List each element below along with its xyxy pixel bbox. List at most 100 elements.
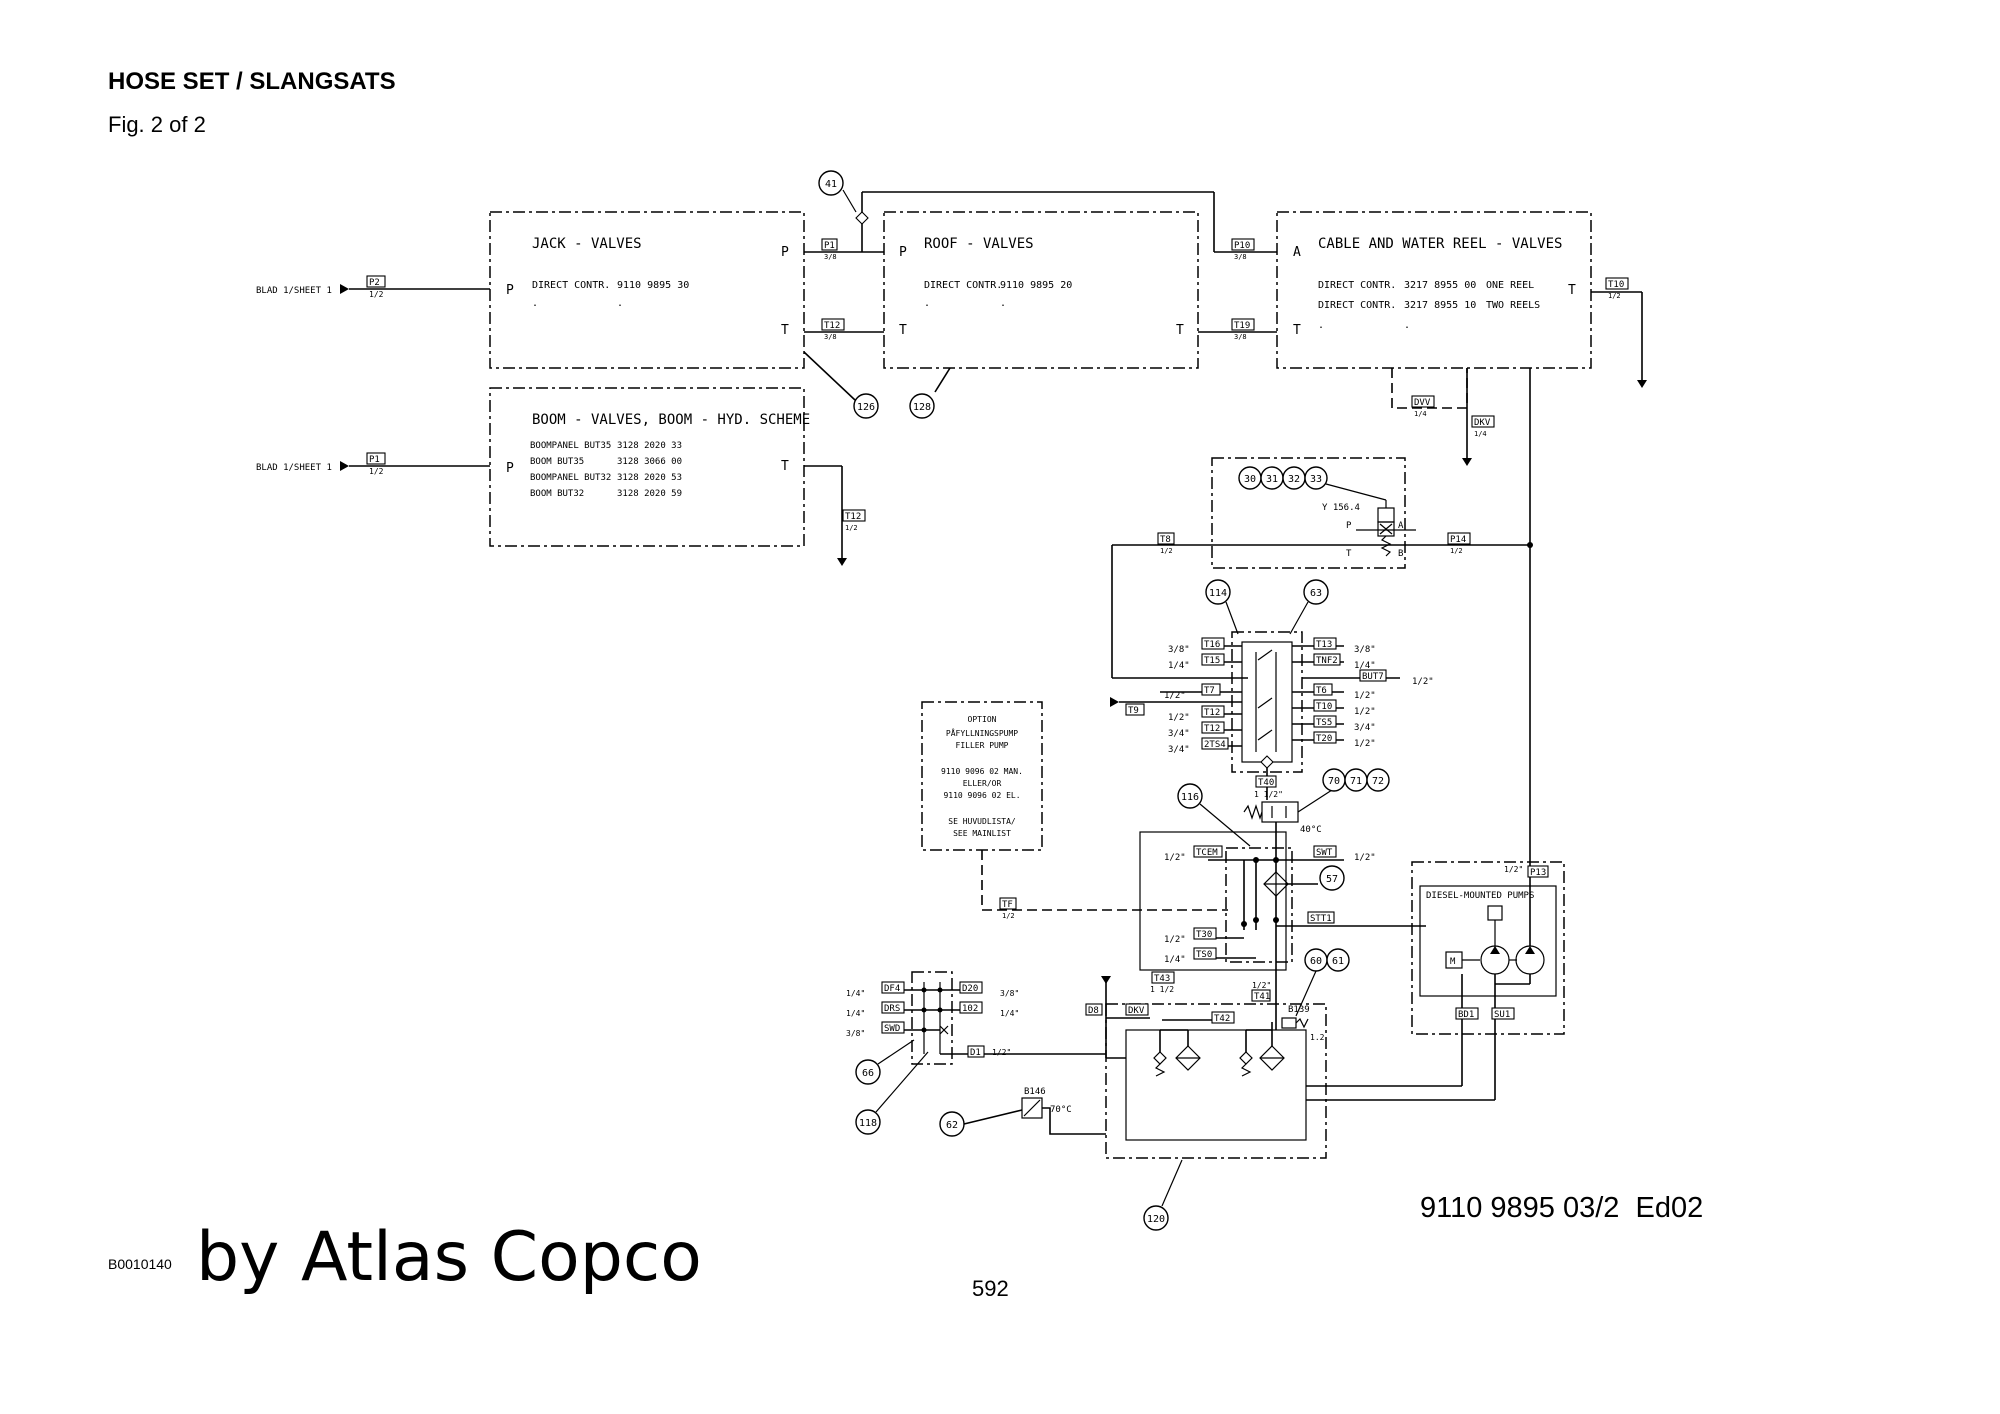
roof-row-2-label: . [924, 298, 930, 309]
ref-bubble: 72 [1372, 776, 1384, 787]
tag-t12-top: T12 [824, 321, 840, 331]
document-number: 9110 9895 03/2 Ed02 [1420, 1192, 1704, 1224]
cable-row-1-part: 3217 8955 00 [1404, 280, 1476, 291]
roof-port-p: P [899, 245, 907, 260]
misc-tag-d8: D8 [1088, 1006, 1099, 1016]
thermostat-label: 40°C [1300, 825, 1322, 835]
page-title: HOSE SET / SLANGSATS [108, 68, 396, 95]
ref-bubble: 120 [1147, 1214, 1165, 1225]
cooler-tag-2-size: 1/2" [1354, 853, 1376, 863]
manifold-left-3-size: 1/2" [1164, 691, 1186, 701]
ref-bubble: 32 [1288, 474, 1300, 485]
tag-t43: T43 [1154, 974, 1170, 984]
ref-bubble: 33 [1310, 474, 1322, 485]
drain-left-1-code: DF4 [884, 984, 900, 994]
tag-p10: P10 [1234, 241, 1250, 251]
jack-port-p: P [506, 283, 514, 298]
tag-t8: T8 [1160, 535, 1171, 545]
option-line-7: 9110 9096 02 EL. [943, 791, 1020, 800]
solenoid-port-b: B [1398, 549, 1403, 559]
roof-row-1-label: DIRECT CONTR. [924, 280, 1002, 291]
cable-reel-title: CABLE AND WATER REEL - VALVES [1318, 236, 1562, 252]
ref-bubble: 71 [1350, 776, 1362, 787]
roof-row-2-part: . [1000, 298, 1006, 309]
manifold-left-1-size: 3/8" [1168, 645, 1190, 655]
solenoid-label: Y 156.4 [1322, 503, 1360, 513]
brand-text: by Atlas Copco [196, 1218, 702, 1297]
top-connections: P1 3/8 T12 3/8 P10 3/8 T19 3/8 T10 1/2 T… [803, 191, 1647, 566]
cooler-tag-4-size: 1/2" [1164, 935, 1186, 945]
cable-row-2-label: DIRECT CONTR. [1318, 300, 1396, 311]
tag-p2-size: 1/2 [369, 290, 384, 299]
ref-bubble: 126 [857, 402, 875, 413]
manifold-left-2-code: T15 [1204, 656, 1220, 666]
boom-row-1-part: 3128 2020 33 [617, 441, 682, 451]
cable-reel-valves-block: CABLE AND WATER REEL - VALVES A T T DIRE… [1276, 211, 1592, 369]
ref-bubble: 70 [1328, 776, 1340, 787]
roof-valves-block: ROOF - VALVES P T T DIRECT CONTR. 9110 9… [883, 211, 1199, 369]
boom-row-4-part: 3128 2020 59 [617, 489, 682, 499]
reel-drains: DVV 1/4 DKV 1/4 [1391, 368, 1531, 545]
manifold-left-6-code: T12 [1204, 724, 1220, 734]
option-line-2: PÅFYLLNINGSPUMP [946, 727, 1018, 738]
manifold-right-5-size: 1/2" [1354, 707, 1376, 717]
solenoid-port-t: T [1346, 549, 1352, 559]
tag-dkv-top: DKV [1474, 418, 1491, 428]
misc-tag-su1: SU1 [1494, 1010, 1510, 1020]
boom-port-p: P [506, 461, 514, 476]
drain-left-1-size: 1/4" [846, 989, 865, 998]
tag-p10-size: 3/8 [1234, 253, 1247, 261]
tag-tf-size: 1/2 [1002, 912, 1015, 920]
manifold-left-5-code: T12 [1204, 708, 1220, 718]
misc-tag-bd1: BD1 [1458, 1010, 1474, 1020]
manifold-right-4-size: 1/2" [1354, 691, 1376, 701]
option-line-9: SE HUVUDLISTA/ [948, 817, 1016, 826]
manifold-block: 3/8" T16 1/4" T15 1/2" T7 T9 1/2" T12 3/… [1110, 631, 1434, 800]
temp-switch-b146: B146 70°C [963, 1087, 1106, 1135]
tag-t12-boom-size: 1/2 [845, 524, 858, 532]
boom-row-2-label: BOOM BUT35 [530, 457, 584, 467]
drain-right-1-size: 3/8" [1000, 989, 1019, 998]
option-line-3: FILLER PUMP [956, 741, 1009, 750]
ref-bubble: 60 [1310, 956, 1322, 967]
tag-tf: TF [1002, 900, 1013, 910]
option-line-5: 9110 9096 02 MAN. [941, 767, 1023, 776]
manifold-right-7-size: 1/2" [1354, 739, 1376, 749]
tag-dvv-size: 1/4 [1414, 410, 1427, 418]
cooler-tag-5-size: 1/4" [1164, 955, 1186, 965]
solenoid-port-p: P [1346, 521, 1352, 531]
manifold-right-4-code: T6 [1316, 686, 1327, 696]
option-line-1: OPTION [968, 715, 997, 724]
tag-t19: T19 [1234, 321, 1250, 331]
jack-row-1-label: DIRECT CONTR. [532, 280, 610, 291]
tag-p1-left: P1 [369, 455, 380, 465]
boom-row-1-label: BOOMPANEL BUT35 [530, 441, 611, 451]
tag-t19-size: 3/8 [1234, 333, 1247, 341]
jack-port-p-out: P [781, 245, 789, 260]
manifold-left-1-code: T16 [1204, 640, 1220, 650]
tag-p1-left-size: 1/2 [369, 467, 384, 476]
manifold-left-3-code: T7 [1204, 686, 1215, 696]
tag-dkv-top-size: 1/4 [1474, 430, 1487, 438]
misc-tag-d1: D1 [970, 1048, 981, 1058]
ref-bubble: 66 [862, 1068, 874, 1079]
tag-p2: P2 [369, 278, 380, 288]
cooler-tag-3-code: STT1 [1310, 914, 1332, 924]
motor-label: M [1450, 957, 1456, 967]
drain-block-left: 1/4" DF4 1/4" DRS 3/8" SWD D20 3/8" 102 … [846, 971, 1106, 1065]
cooler-tag-5-code: TS0 [1196, 950, 1212, 960]
sheet-ref-label: BLAD 1/SHEET 1 [256, 463, 332, 473]
manifold-right-5-code: T10 [1316, 702, 1332, 712]
roof-row-1-part: 9110 9895 20 [1000, 280, 1072, 291]
jack-port-t: T [781, 323, 789, 338]
option-filler-pump: OPTION PÅFYLLNINGSPUMP FILLER PUMP 9110 … [921, 701, 1228, 920]
ref-bubble: 118 [859, 1118, 877, 1129]
cable-row-3-part: . [1404, 320, 1410, 331]
sheet-ref-p1: BLAD 1/SHEET 1 P1 1/2 [256, 452, 490, 476]
tag-p1: P1 [824, 241, 835, 251]
tag-t12-top-size: 3/8 [824, 333, 837, 341]
cable-reel-port-a: A [1293, 245, 1301, 260]
tag-p1-size: 3/8 [824, 253, 837, 261]
boom-valves-block: BOOM - VALVES, BOOM - HYD. SCHEME P T BO… [489, 387, 810, 547]
